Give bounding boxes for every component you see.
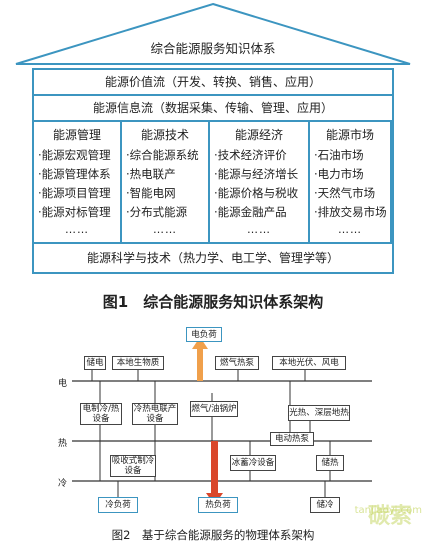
column-energy-technology: 能源技术 ·综合能源系统 ·热电联产 ·智能电网 ·分布式能源 …… xyxy=(122,122,210,244)
solar-geothermal-box: 光热、深层地热 xyxy=(288,405,350,421)
elec-cool-heat-box: 电制冷/热设备 xyxy=(80,403,122,425)
gas-heat-pump-box: 燃气热泵 xyxy=(215,356,259,370)
column-title: 能源管理 xyxy=(52,128,101,142)
column-energy-market: 能源市场 ·石油市场 ·电力市场 ·天然气市场 ·排放交易市场 …… xyxy=(310,122,392,244)
heat-storage-box: 储热 xyxy=(316,455,344,471)
pv-wind-box: 本地光伏、风电 xyxy=(272,356,346,370)
figure1-caption: 图1 综合能源服务知识体系架构 xyxy=(102,293,324,311)
list-item: ·排放交易市场 xyxy=(314,205,387,219)
cold-bus-label: 冷 xyxy=(58,479,68,489)
list-item: ·能源金融产品 xyxy=(214,205,287,219)
heat-bus-label: 热 xyxy=(58,439,68,449)
heat-load-box: 热负荷 xyxy=(198,497,238,513)
watermark-logo: 碳索 xyxy=(367,504,412,529)
more-ellipsis: …… xyxy=(247,223,271,236)
list-item: ·能源宏观管理 xyxy=(38,148,111,162)
foundation-band: 能源科学与技术（热力学、电工学、管理学等） xyxy=(34,242,392,272)
list-item: ·智能电网 xyxy=(126,186,176,200)
list-item: ·能源价格与税收 xyxy=(214,186,299,200)
list-item: ·能源管理体系 xyxy=(38,167,111,181)
boiler-box: 燃气/油锅炉 xyxy=(190,401,238,417)
chp-box: 冷热电联产设备 xyxy=(132,403,178,425)
column-title: 能源技术 xyxy=(140,128,189,142)
column-title: 能源市场 xyxy=(325,128,374,142)
elec-heat-pump-box: 电动热泵 xyxy=(270,432,314,446)
electric-bus-label: 电 xyxy=(58,379,68,389)
list-item: ·热电联产 xyxy=(126,167,176,181)
roof-shape xyxy=(15,2,411,65)
more-ellipsis: …… xyxy=(153,223,177,236)
more-ellipsis: …… xyxy=(65,223,89,236)
elec-load-box: 电负荷 xyxy=(186,327,222,342)
physical-architecture-diagram xyxy=(72,337,372,505)
info-flow-band: 能源信息流（数据采集、传输、管理、应用） xyxy=(34,96,392,122)
biomass-box: 本地生物质 xyxy=(112,356,164,370)
list-item: ·电力市场 xyxy=(314,167,364,181)
list-item: ·能源与经济增长 xyxy=(214,167,299,181)
column-energy-management: 能源管理 ·能源宏观管理 ·能源管理体系 ·能源项目管理 ·能源对标管理 …… xyxy=(34,122,122,244)
cold-storage-box: 储冷 xyxy=(310,497,340,513)
figure2-caption: 图2 基于综合能源服务的物理体系架构 xyxy=(111,528,315,542)
list-item: ·分布式能源 xyxy=(126,205,188,219)
list-item: ·综合能源系统 xyxy=(126,148,199,162)
roof-title: 综合能源服务知识体系 xyxy=(150,41,276,56)
list-item: ·石油市场 xyxy=(314,148,364,162)
elec-load-arrow xyxy=(197,347,203,381)
knowledge-system-frame: 能源价值流（开发、转换、销售、应用） 能源信息流（数据采集、传输、管理、应用） … xyxy=(32,68,394,274)
cold-load-box: 冷负荷 xyxy=(98,497,138,513)
heat-load-arrow xyxy=(211,441,218,495)
storage-elec-box: 储电 xyxy=(84,356,106,370)
list-item: ·技术经济评价 xyxy=(214,148,287,162)
column-energy-economics: 能源经济 ·技术经济评价 ·能源与经济增长 ·能源价格与税收 ·能源金融产品 …… xyxy=(210,122,310,244)
more-ellipsis: …… xyxy=(338,223,362,236)
list-item: ·天然气市场 xyxy=(314,186,376,200)
list-item: ·能源对标管理 xyxy=(38,205,111,219)
column-title: 能源经济 xyxy=(234,128,283,142)
watermark-url: tanjiaoyi.com xyxy=(354,505,422,516)
ice-storage-box: 冰蓄冷设备 xyxy=(230,455,276,471)
value-flow-band: 能源价值流（开发、转换、销售、应用） xyxy=(34,70,392,96)
absorption-chiller-box: 吸收式制冷设备 xyxy=(110,455,156,477)
list-item: ·能源项目管理 xyxy=(38,186,111,200)
